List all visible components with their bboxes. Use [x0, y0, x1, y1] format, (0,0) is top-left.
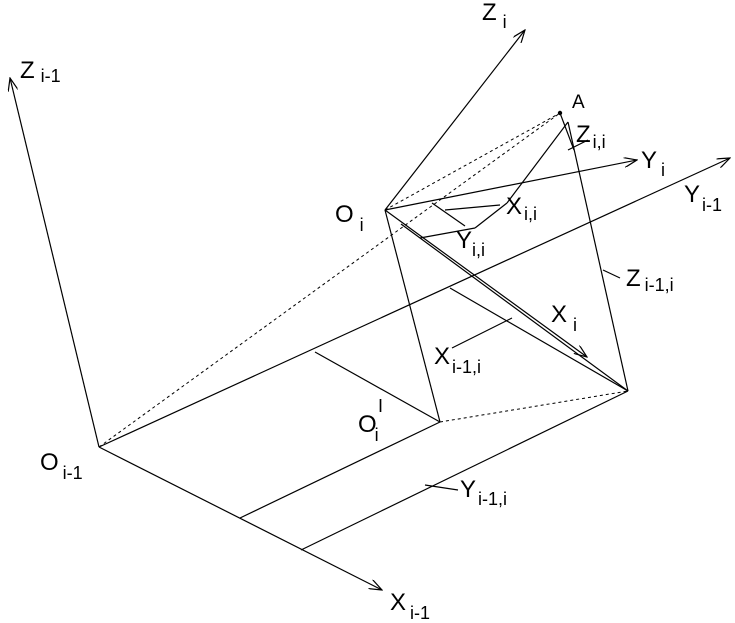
z-i-i-leader [567, 139, 589, 151]
x-i-axis [384, 209, 587, 357]
dashed-o-i-minus-1-to-a [98, 112, 561, 448]
x-i-i-tick-2 [444, 204, 501, 211]
y-i-i-label: Yi,i [456, 227, 485, 260]
o-i-vertical-edge [384, 209, 441, 423]
z-i-minus-1-axis [10, 78, 100, 448]
x-i-i-tick-1 [431, 202, 466, 227]
x-i-minus-1-axis [98, 446, 382, 590]
y-i-axis [384, 160, 637, 211]
y-i-minus-1-axis [98, 158, 730, 448]
z-i-minus-1-i-edge [567, 121, 629, 392]
dashed-o-i-prime-to-corner [439, 390, 629, 423]
upper-diagonal-edge [400, 223, 629, 392]
o-i-prime-label: Oi [358, 411, 379, 445]
x-i-minus-1-i-line [314, 351, 441, 423]
y-i-i-projection [419, 227, 476, 239]
y-i-minus-1-i-line [239, 421, 441, 519]
a-to-y-i-axis [559, 112, 575, 151]
x-i-i-projection [474, 202, 508, 229]
dashed-o-i-to-a [384, 112, 561, 211]
a-to-y-projection [506, 121, 569, 204]
o-i-prime-superscript: I [378, 396, 383, 416]
z-i-axis [384, 30, 525, 211]
z-i-minus-1-i-leader [602, 269, 621, 279]
inner-diagonal-edge [449, 287, 629, 392]
point-a [557, 110, 563, 116]
x-i-minus-1-i-leader [451, 317, 513, 349]
corner-to-x-axis-edge [300, 390, 629, 551]
point-a-label: A [572, 92, 585, 113]
y-i-minus-1-i-leader [424, 484, 459, 491]
